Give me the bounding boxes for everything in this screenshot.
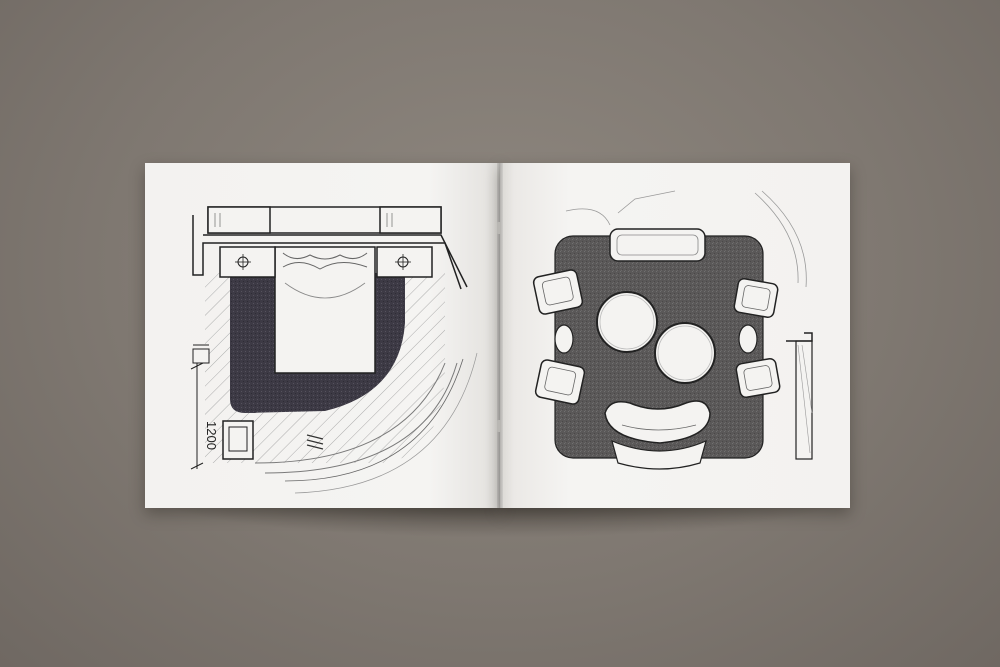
staple-bottom — [497, 420, 501, 432]
curved-sofa — [604, 400, 711, 444]
dimension-label: 1200 — [204, 421, 219, 450]
chair-right-top — [733, 277, 779, 319]
radiator — [306, 434, 324, 450]
sideboard — [609, 228, 706, 262]
chair-left-bottom — [534, 359, 586, 405]
door-symbol — [192, 348, 210, 364]
chair-left-top — [532, 269, 584, 315]
side-pouf-left — [554, 324, 574, 354]
dining-floor-plan — [532, 190, 813, 470]
book-spine — [497, 163, 503, 508]
staple-top — [497, 222, 501, 234]
round-table-1 — [596, 291, 658, 353]
wall — [192, 215, 462, 290]
bed — [274, 246, 376, 374]
chair-right-bottom — [735, 357, 781, 399]
sofa-base — [611, 439, 707, 470]
side-pouf-right — [738, 324, 758, 354]
left-page: 1200 — [145, 163, 500, 508]
right-page — [500, 163, 850, 508]
bedroom-floor-plan: 1200 — [190, 206, 478, 494]
round-table-2 — [654, 322, 716, 384]
